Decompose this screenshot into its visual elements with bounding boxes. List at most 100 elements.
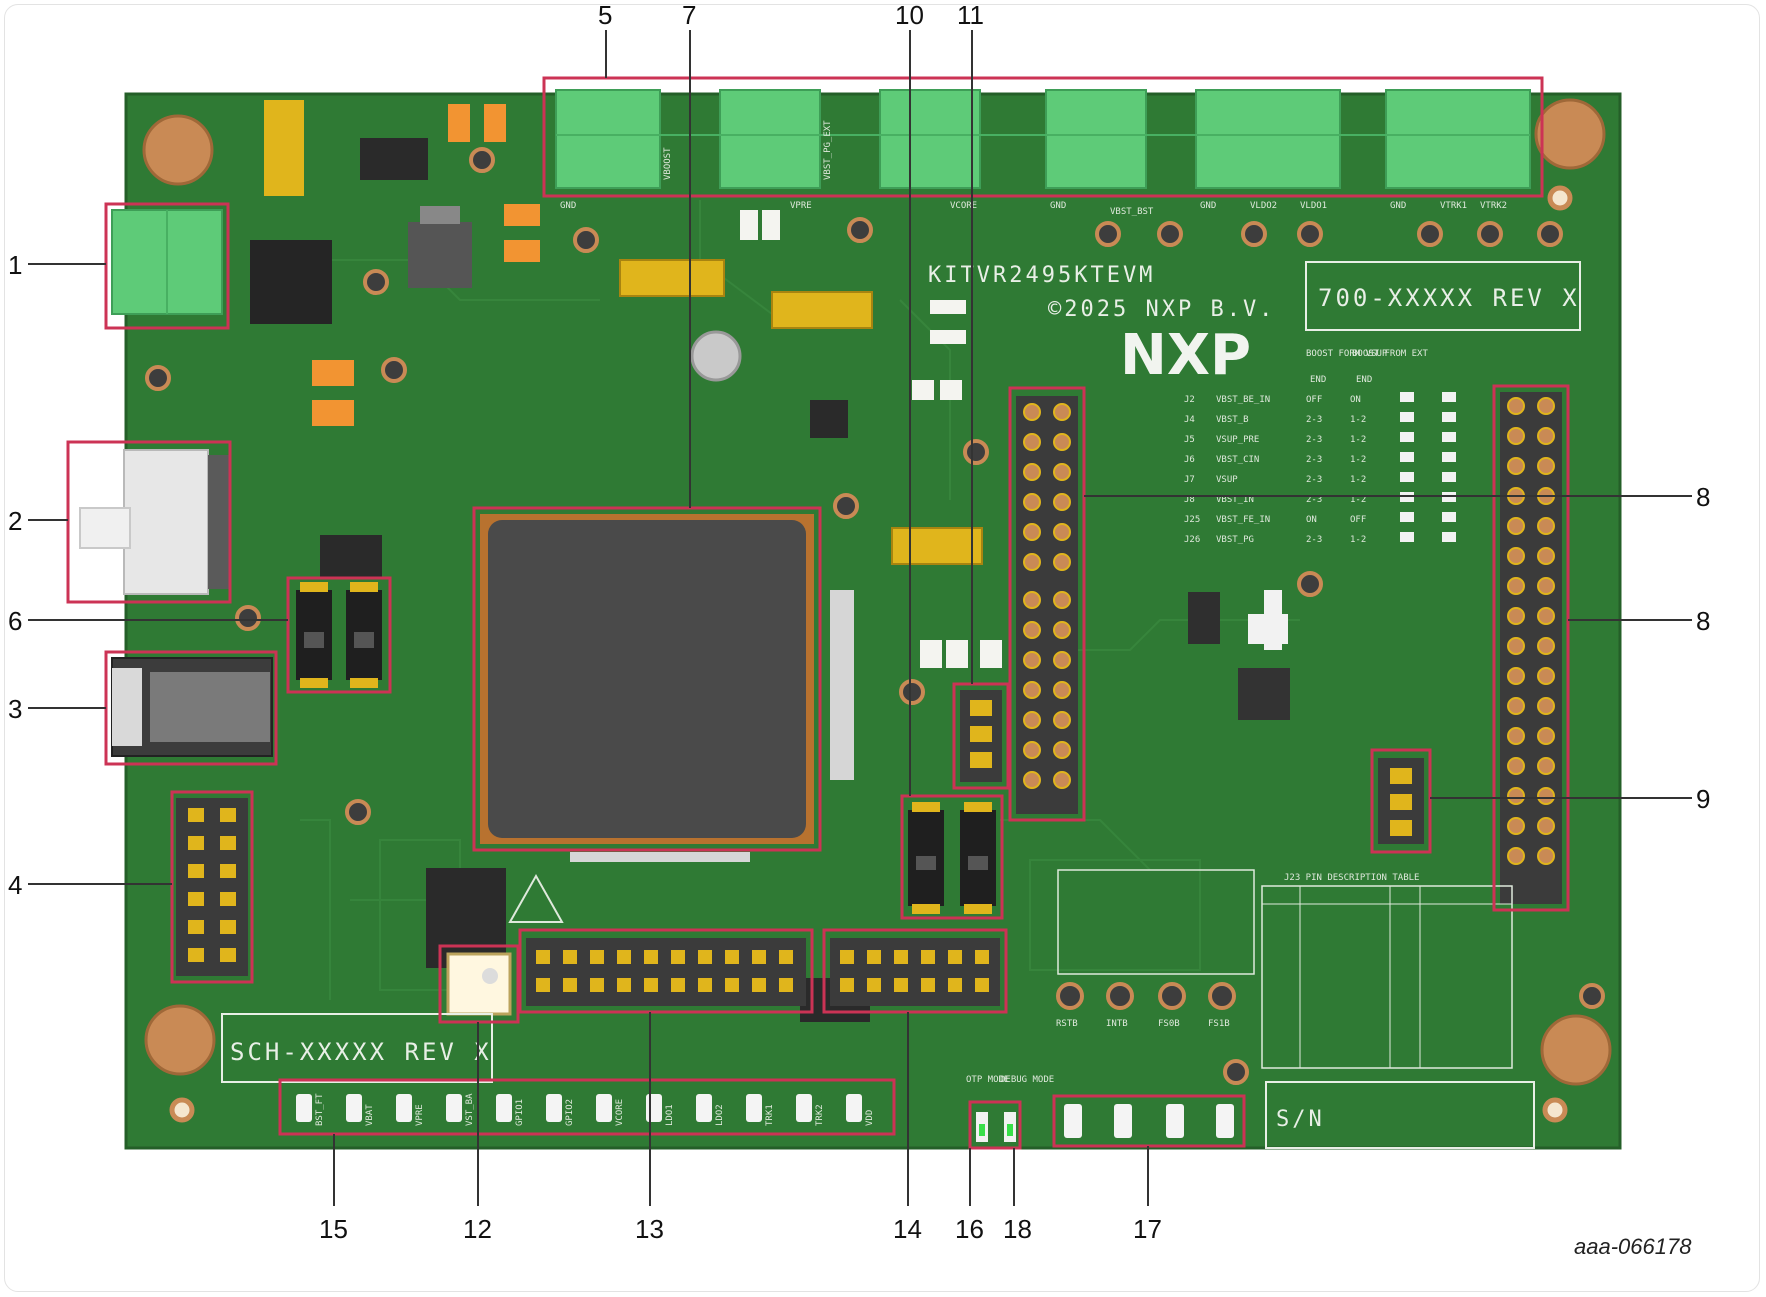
header-pin <box>1537 727 1555 745</box>
jumper-table-cell: 1-2 <box>1350 435 1366 445</box>
jumper-table-cell: 2-3 <box>1306 535 1322 545</box>
callout-2: 2 <box>8 506 22 536</box>
nxp-logo: NXP <box>1120 323 1251 388</box>
callout-17: 17 <box>1133 1214 1162 1244</box>
header-pin <box>752 978 766 992</box>
terminal-label: VCORE <box>950 201 977 211</box>
led <box>546 1094 562 1122</box>
reset-button-12 <box>446 952 512 1016</box>
smd-resistor <box>1400 452 1414 462</box>
serial-number: S/N <box>1276 1107 1325 1132</box>
header-pin <box>1507 697 1525 715</box>
jumper-table-cell: VBST_B <box>1216 415 1249 425</box>
led <box>496 1094 512 1122</box>
header-pin <box>867 950 881 964</box>
terminal-label: VPRE <box>790 201 812 211</box>
led-label: VCORE <box>615 1099 625 1126</box>
led-label: VDD <box>865 1110 875 1126</box>
test-point-label: RSTB <box>1056 1019 1078 1029</box>
smd-resistor <box>1442 392 1456 402</box>
jumper-table-cell: 1-2 <box>1350 415 1366 425</box>
led-label: GPIO1 <box>515 1099 525 1126</box>
jumper-table-cell: 1-2 <box>1350 475 1366 485</box>
header-pin <box>1537 547 1555 565</box>
callout-10: 10 <box>895 0 924 30</box>
smd-resistor <box>1442 412 1456 422</box>
power-switch-body <box>123 449 209 595</box>
board-silkscreen: KITVR2495KTEVM ©2025 NXP B.V. 700-XXXXX … <box>221 261 1581 1149</box>
jumper-table-cell: VBST_IN <box>1216 495 1254 505</box>
top-test-points <box>145 147 1605 1085</box>
header-pin <box>1537 427 1555 445</box>
jumper-table-cell: J6 <box>1184 455 1195 465</box>
smd-resistor <box>1442 472 1456 482</box>
header-pin <box>948 950 962 964</box>
leader-lines <box>28 30 1692 1206</box>
led <box>746 1094 762 1122</box>
led-label: VST_BA <box>465 1093 475 1126</box>
smd-resistor <box>1400 512 1414 522</box>
top-terminal-blocks <box>555 89 1531 189</box>
terminal-label: GND <box>1050 201 1066 211</box>
smd-resistor <box>1400 532 1414 542</box>
callout-8: 8 <box>1696 482 1710 512</box>
callout-7: 7 <box>682 0 696 30</box>
jumper-table-cell: J5 <box>1184 435 1195 445</box>
terminal-label: VTRK1 <box>1440 201 1467 211</box>
header-pin <box>563 978 577 992</box>
terminal-label: GND <box>1390 201 1406 211</box>
header-pin <box>779 978 793 992</box>
led-label: BST_FT <box>315 1093 325 1126</box>
callout-15: 15 <box>319 1214 348 1244</box>
jumper-table-header: BOOST FORM VSUP <box>1306 349 1388 359</box>
dip-switches <box>296 582 382 688</box>
jumper-table-cell: VBST_BE_IN <box>1216 395 1270 405</box>
led <box>396 1094 412 1122</box>
jumpers-10 <box>908 802 996 914</box>
led-label: VBAT <box>365 1104 375 1126</box>
jumper-table-cell: VSUP_PRE <box>1216 435 1259 445</box>
header-pin <box>779 950 793 964</box>
header-pin <box>921 950 935 964</box>
header-pin <box>725 950 739 964</box>
callout-18: 18 <box>1003 1214 1032 1244</box>
left-pin-header <box>176 798 248 976</box>
header-pin <box>725 978 739 992</box>
smd-resistor <box>1400 412 1414 422</box>
header-pin <box>1507 817 1525 835</box>
led <box>446 1094 462 1122</box>
jumper-table-cell: 2-3 <box>1306 435 1322 445</box>
led <box>296 1094 312 1122</box>
callout-12: 12 <box>463 1214 492 1244</box>
header-pin <box>1507 757 1525 775</box>
terminal-label: VLDO1 <box>1300 201 1327 211</box>
mode-leds <box>976 1112 1016 1142</box>
figure-frame <box>4 4 1760 1292</box>
led <box>846 1094 862 1122</box>
header-pin <box>948 978 962 992</box>
jumper-table-cell: J4 <box>1184 415 1195 425</box>
led <box>346 1094 362 1122</box>
jumper-9 <box>1378 758 1424 844</box>
header-pin <box>894 978 908 992</box>
header-pin <box>894 950 908 964</box>
header-pin <box>1537 757 1555 775</box>
header-pin <box>975 978 989 992</box>
esd-warning-symbol <box>508 873 564 923</box>
debug-mode-label: DEBUG MODE <box>1000 1075 1054 1085</box>
board-part-number: 700-XXXXX REV X <box>1318 284 1580 312</box>
figure-id: aaa-066178 <box>1574 1234 1692 1259</box>
jumper-table-cell: VBST_PG <box>1216 535 1254 545</box>
callout-boxes <box>66 76 1570 1150</box>
jumper-table-sub: END <box>1356 375 1372 385</box>
terminal-label: VBST_BST <box>1110 207 1154 217</box>
header-pin <box>617 950 631 964</box>
chip-pin-rows <box>570 590 854 862</box>
header-pin <box>1507 397 1525 415</box>
header-pin <box>617 978 631 992</box>
jumper-table-cell: J25 <box>1184 515 1200 525</box>
header-pin <box>840 978 854 992</box>
pin-description-table: J23 PIN DESCRIPTION TABLE <box>1057 869 1513 1069</box>
jumper-table-cell: 2-3 <box>1306 415 1322 425</box>
callout-9: 9 <box>1696 784 1710 814</box>
